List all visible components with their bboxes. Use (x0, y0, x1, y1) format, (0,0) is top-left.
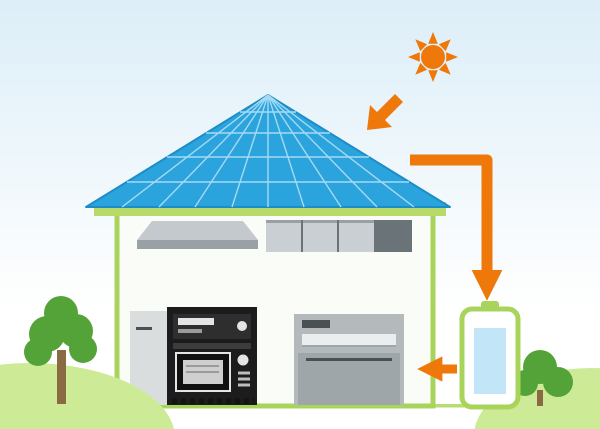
cabinet-handle (136, 327, 152, 330)
sun (408, 32, 458, 82)
panel-knob (237, 321, 247, 331)
tree-foliage-blob (44, 296, 78, 330)
range-hood-top (137, 221, 258, 240)
right-greenery (474, 350, 600, 429)
oven-window-lines (186, 365, 219, 373)
left-greenery (0, 296, 174, 429)
kitchen-black-unit (167, 307, 257, 405)
sun-core (421, 45, 445, 69)
oven-knob (237, 354, 249, 366)
storage-battery (459, 301, 521, 410)
gray-appliance (294, 314, 404, 405)
range-hood-band (137, 240, 258, 249)
display-sub-bar (178, 329, 202, 333)
oven-buttons (238, 371, 250, 387)
second-floor-windows (266, 220, 412, 252)
roof-panel-grid (121, 94, 415, 208)
tree-trunk (57, 350, 66, 404)
tree-foliage-blob (24, 338, 52, 366)
tree-foliage (24, 296, 97, 366)
gray-appliance-door (298, 353, 400, 405)
right-bush-blob (543, 367, 573, 397)
gray-appliance-slot-line (302, 345, 396, 347)
display-bar (178, 318, 214, 325)
range-hood (137, 221, 258, 249)
roof-to-battery-arrow (410, 154, 503, 301)
window-dividers (301, 220, 339, 252)
bush-trunk (537, 390, 543, 406)
gray-appliance-slot (302, 334, 396, 345)
gray-appliance-panel (302, 320, 330, 328)
sun-rays (408, 32, 458, 82)
solar-panel-roof (85, 94, 451, 208)
window-dark-pane (374, 220, 412, 252)
gray-appliance-handle (306, 358, 392, 361)
battery-charge-window (474, 328, 506, 394)
mid-strip (173, 343, 251, 349)
sunlight-arrow (367, 94, 403, 130)
left-small-bush (87, 380, 139, 424)
tree-foliage-blob (69, 335, 97, 363)
